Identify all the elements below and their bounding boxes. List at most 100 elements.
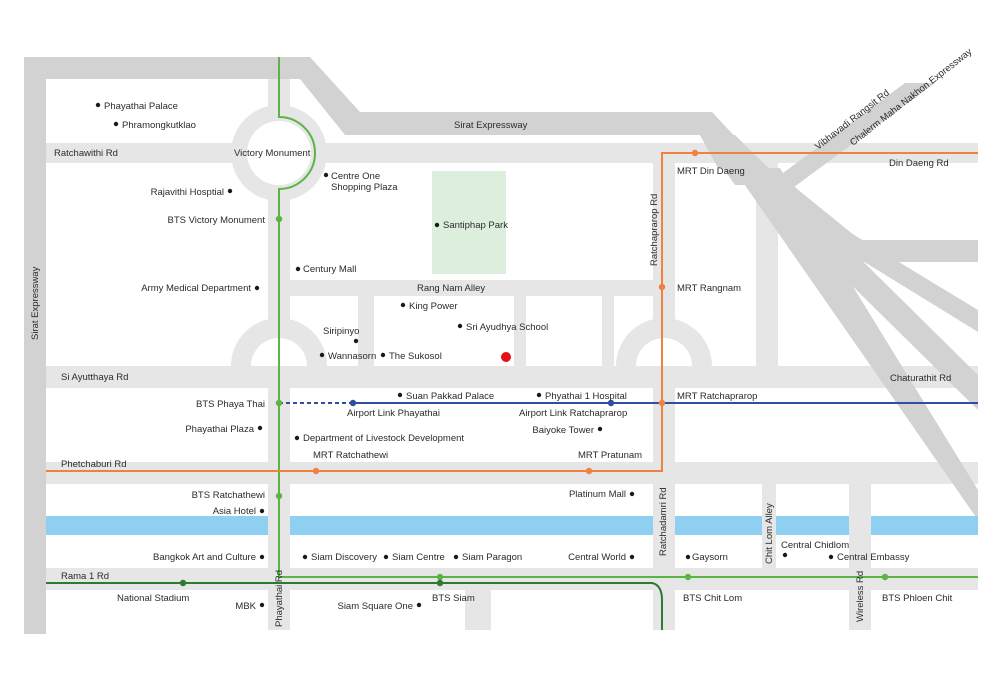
station-dot-pratunam[interactable] [585,467,593,475]
label-bts-phloen-chit[interactable]: BTS Phloen Chit [882,593,953,604]
road-soi-a [358,296,374,366]
poi-dot-central-embassy [828,554,834,560]
label-mrt-ratchaprarop[interactable]: MRT Ratchaprarop [677,391,757,402]
label-phyathai1[interactable]: Phyathai 1 Hospital [545,391,627,402]
expressway-din-daeng-ramp [780,175,978,262]
station-dot-ratchathewi[interactable] [275,492,283,500]
station-dot-din-daeng[interactable] [691,149,699,157]
station-dot-ratchaprarop[interactable] [658,399,666,407]
label-livestock[interactable]: Department of Livestock Development [303,433,464,444]
label-ratchawithi: Ratchawithi Rd [54,148,118,159]
station-dot-siam-silom[interactable] [436,579,444,587]
poi-dot-siam-paragon [453,554,459,560]
label-ratchaprarop: Ratchaprarop Rd [649,194,660,266]
poi-dot-wannasorn [319,352,325,358]
label-bacc[interactable]: Bangkok Art and Culture [153,552,256,563]
label-rajavithi[interactable]: Rajavithi Hosptial [151,187,224,198]
label-phetchaburi: Phetchaburi Rd [61,459,126,470]
label-mrt-ratchathewi[interactable]: MRT Ratchathewi [313,450,388,461]
poi-dot-siam-centre [383,554,389,560]
label-bts-ratchathewi[interactable]: BTS Ratchathewi [192,490,265,501]
mrt-line [46,152,978,472]
poi-dot-santiphap [434,222,440,228]
label-phayathai-plaza[interactable]: Phayathai Plaza [185,424,254,435]
canal-layer [46,516,978,535]
canal-segment-4 [776,516,849,535]
expressway-left [24,57,46,634]
label-phayathai-rd: Phayathai Rd [274,570,285,627]
label-asia-hotel[interactable]: Asia Hotel [213,506,256,517]
label-baiyoke[interactable]: Baiyoke Tower [532,425,594,436]
poi-dot-siripinyo [353,338,359,344]
label-mrt-pratunam[interactable]: MRT Pratunam [578,450,642,461]
expressway-vibhavadi [760,83,935,190]
label-century-mall[interactable]: Century Mall [303,264,356,275]
label-arl-phayathai[interactable]: Airport Link Phayathai [347,408,440,419]
station-dot-phaya-thai[interactable] [275,399,283,407]
label-central-chidlom[interactable]: Central Chidlom [781,540,849,551]
poi-dot-livestock [294,435,300,441]
label-sirat-expressway-top: Sirat Expressway [454,120,528,131]
label-din-daeng: Din Daeng Rd [889,158,949,169]
bts-silom-line [46,582,663,630]
poi-dot-phramongkutklao [113,121,119,127]
label-siam-paragon[interactable]: Siam Paragon [462,552,522,563]
label-bts-chit-lom[interactable]: BTS Chit Lom [683,593,742,604]
label-centre-one[interactable]: Centre One [331,171,380,182]
poi-dot-rajavithi [227,188,233,194]
station-labels: BTS Victory Monument BTS Phaya Thai BTS … [117,166,953,604]
label-siam-discovery[interactable]: Siam Discovery [311,552,377,563]
label-mbk[interactable]: MBK [235,601,256,612]
road-siam-soi [465,590,491,630]
poi-dot-phayathai-palace [95,102,101,108]
label-central-embassy[interactable]: Central Embassy [837,552,910,563]
station-dot-national-stadium[interactable] [179,579,187,587]
poi-dot-phyathai1 [536,392,542,398]
label-santiphap[interactable]: Santiphap Park [443,220,508,231]
label-victory-monument[interactable]: Victory Monument [234,148,311,159]
label-phramongkutklao[interactable]: Phramongkutklao [122,120,196,131]
road-soi-b [514,296,526,366]
station-dot-phloen-chit[interactable] [881,573,889,581]
poi-dot-siam-square-one [416,602,422,608]
station-dot-arl-phayathai[interactable] [349,399,357,407]
label-chalerm: Chalerm Maha Nakhon Expressway [848,46,974,148]
label-siripinyo[interactable]: Siripinyo [323,326,359,337]
label-bts-victory[interactable]: BTS Victory Monument [167,215,265,226]
label-si-ayutthaya: Si Ayutthaya Rd [61,372,128,383]
label-platinum[interactable]: Platinum Mall [569,489,626,500]
station-dot-arl-ratchaprarop[interactable] [607,399,615,407]
label-king-power[interactable]: King Power [409,301,458,312]
station-dot-siam[interactable] [436,573,444,581]
road-ratchaprarop [653,163,675,630]
poi-dot-army-medical [254,285,260,291]
location-marker[interactable] [501,352,511,362]
poi-dot-central-world [629,554,635,560]
station-dot-chit-lom[interactable] [684,573,692,581]
label-mrt-rangnam[interactable]: MRT Rangnam [677,283,741,294]
label-bts-phaya-thai[interactable]: BTS Phaya Thai [196,399,265,410]
label-sukosol[interactable]: The Sukosol [389,351,442,362]
label-phayathai-palace[interactable]: Phayathai Palace [104,101,178,112]
label-centre-one-2[interactable]: Shopping Plaza [331,182,398,193]
roundabout-inner [247,121,311,185]
label-mrt-din-daeng[interactable]: MRT Din Daeng [677,166,745,177]
station-dot-victory[interactable] [275,215,283,223]
label-army-medical[interactable]: Army Medical Department [141,283,251,294]
label-siam-square-one[interactable]: Siam Square One [337,601,413,612]
label-sri-ayudhya[interactable]: Sri Ayudhya School [466,322,548,333]
label-suan-pakkad[interactable]: Suan Pakkad Palace [406,391,494,402]
label-siam-centre[interactable]: Siam Centre [392,552,445,563]
label-gaysorn[interactable]: Gaysorn [692,552,728,563]
label-national-stadium[interactable]: National Stadium [117,593,189,604]
label-bts-siam[interactable]: BTS Siam [432,593,475,604]
poi-dot-sukosol [380,352,386,358]
label-wannasorn[interactable]: Wannasorn [328,351,376,362]
station-dot-mrt-ratchathewi[interactable] [312,467,320,475]
station-dot-rangnam[interactable] [658,283,666,291]
label-arl-ratchaprarop[interactable]: Airport Link Ratchaprarop [519,408,627,419]
label-rang-nam: Rang Nam Alley [417,283,485,294]
label-central-world[interactable]: Central World [568,552,626,563]
